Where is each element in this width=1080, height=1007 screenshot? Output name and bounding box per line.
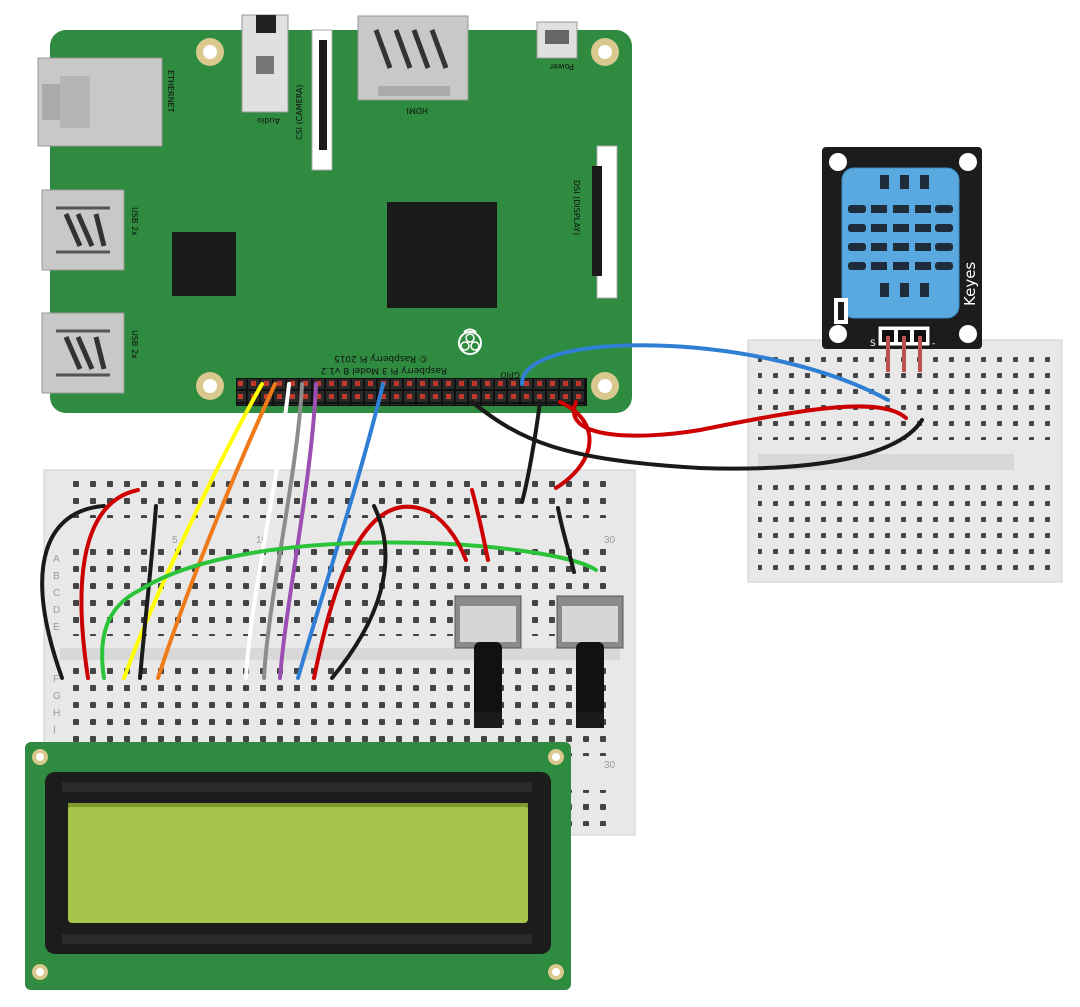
usb-port-lower [41, 312, 125, 394]
hdmi-port [357, 15, 469, 101]
lcd-16x2-module [25, 742, 571, 990]
wire-red [554, 400, 592, 490]
wire-purple [278, 382, 318, 680]
audio-jack [241, 14, 289, 113]
dsi-connector [592, 145, 618, 299]
wire-red [79, 488, 140, 680]
hdmi-label: HDMI [407, 106, 428, 115]
wire-red [572, 400, 908, 438]
wire-gray [262, 382, 304, 680]
column-number-30-bottom: 30 [604, 760, 616, 771]
model-label: Raspberry Pi 3 Model B v1.2 [321, 365, 447, 375]
wires [40, 343, 924, 680]
lcd-header-pins [65, 742, 335, 756]
column-number-5: 5 [172, 535, 178, 546]
dsi-label: DSI (DISPLAY) [572, 180, 581, 235]
usb-lower-label: USB 2x [130, 330, 139, 359]
mount-hole-icon [196, 38, 619, 400]
svg-text:F: F [53, 674, 59, 685]
copyright-label: © Raspberry Pi 2015 [334, 353, 428, 363]
wire-black [330, 504, 388, 680]
ethernet-label: ETHERNET [166, 70, 175, 113]
main-soc-chip [387, 202, 497, 308]
wire-black [138, 504, 158, 680]
column-number-30-top: 30 [604, 535, 616, 546]
potentiometer-1 [454, 595, 522, 728]
sensor-brand-label: Keyes [961, 262, 979, 306]
wire-black [40, 504, 106, 680]
svg-text:A: A [53, 554, 60, 565]
wire-black [520, 400, 542, 504]
power-label: Power [549, 62, 574, 71]
raspberry-pi-board: ETHERNET USB 2x USB 2x Audio CSI (CAMERA… [37, 14, 632, 413]
sensor-pin-s: S [870, 339, 876, 349]
sensor-pins [886, 336, 922, 372]
svg-text:B: B [53, 571, 60, 582]
wire-black [556, 506, 576, 574]
lcd-screen [68, 805, 528, 923]
mount-hole-icon [829, 325, 847, 343]
svg-text:H: H [53, 708, 60, 719]
ethernet-port [37, 57, 163, 147]
wire-red [312, 504, 468, 680]
sensor-pin-gnd: - [932, 339, 935, 349]
wire-red [470, 488, 490, 562]
wire-green [100, 540, 598, 680]
dht11-sensor-module: Keyes S - [822, 147, 982, 372]
wire-orange [156, 382, 277, 680]
usb-port-upper [41, 189, 125, 271]
usb-upper-label: USB 2x [130, 207, 139, 236]
potentiometer-2 [556, 595, 624, 728]
mount-hole-icon [829, 153, 847, 171]
wire-blue [519, 343, 890, 402]
raspberry-logo-icon [458, 328, 482, 355]
svg-text:E: E [53, 622, 60, 633]
mount-hole-icon [959, 325, 977, 343]
wire-blue [296, 382, 385, 680]
audio-label: Audio [257, 116, 280, 125]
csi-connector [311, 29, 333, 171]
svg-text:D: D [53, 605, 60, 616]
sensor-breadboard [747, 339, 1063, 583]
wire-white [244, 382, 291, 680]
usb-controller-chip [172, 232, 236, 296]
svg-text:C: C [53, 588, 60, 599]
gpio-label: GPIO [500, 370, 520, 379]
column-number-10: 10 [256, 535, 268, 546]
mount-hole-icon [959, 153, 977, 171]
svg-text:G: G [53, 691, 61, 702]
wire-yellow [122, 382, 264, 680]
csi-label: CSI (CAMERA) [295, 84, 304, 140]
wire-black [470, 400, 924, 471]
svg-text:I: I [53, 725, 56, 736]
power-port [536, 21, 578, 59]
